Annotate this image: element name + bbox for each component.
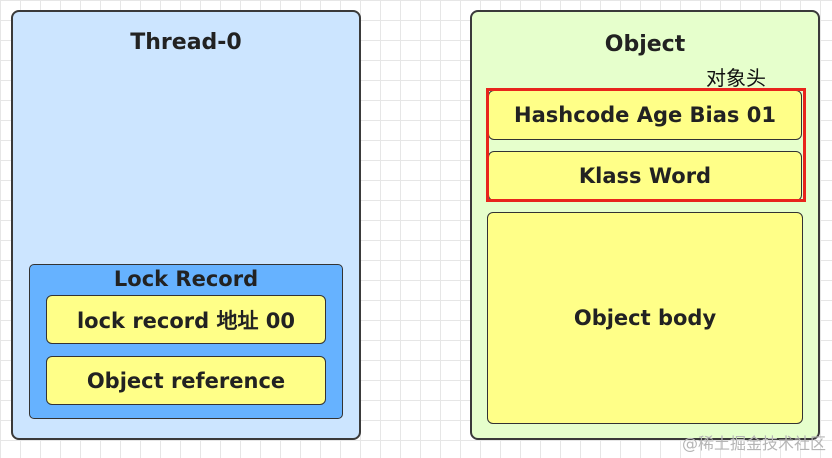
object-reference-cell: Object reference xyxy=(46,356,326,405)
watermark: @稀土掘金技术社区 xyxy=(681,434,826,453)
object-body-cell: Object body xyxy=(487,212,803,424)
object-header-annotation: 对象头 xyxy=(706,66,766,90)
object-title: Object xyxy=(604,32,686,57)
klass-word-cell: Klass Word xyxy=(488,151,802,201)
lock-record-title: Lock Record xyxy=(113,267,259,291)
lock-record-address-cell: lock record 地址 00 xyxy=(46,295,326,344)
object-header-highlight xyxy=(486,88,806,202)
mark-word-cell: Hashcode Age Bias 01 xyxy=(488,90,802,140)
thread-title: Thread-0 xyxy=(130,30,242,55)
